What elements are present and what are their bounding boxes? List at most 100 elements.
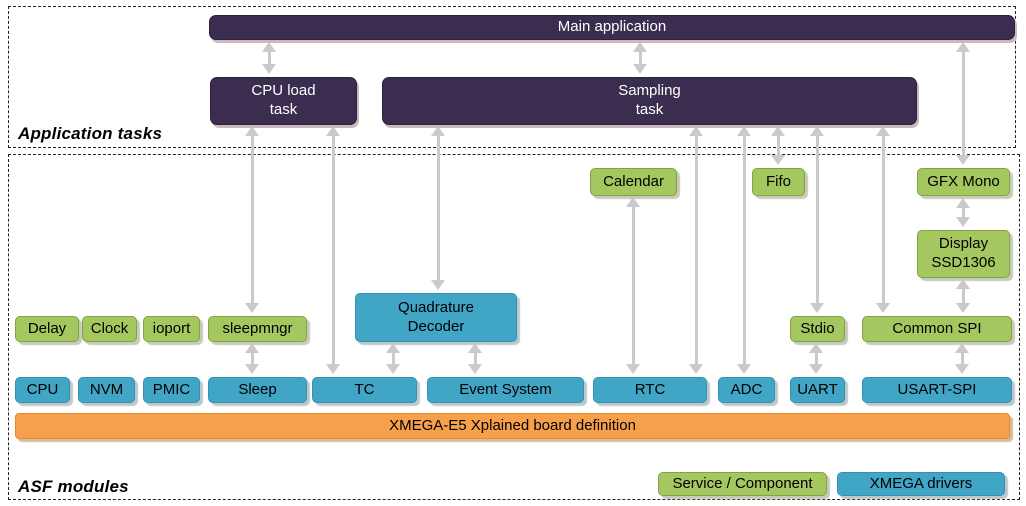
box-sampling-task: Sampling task — [382, 77, 917, 125]
arrow-display-ssd1306-common-spi — [956, 279, 970, 313]
arrowhead-down-icon — [956, 217, 970, 227]
arrowhead-up-icon — [956, 198, 970, 208]
arrowhead-up-icon — [326, 126, 340, 136]
arrow-shaft — [638, 50, 642, 66]
application-tasks-label: Application tasks — [18, 124, 163, 143]
arrow-sampling-task-quadrature-decoder — [431, 126, 445, 290]
box-clock: Clock — [82, 316, 137, 342]
box-adc: ADC — [718, 377, 775, 403]
arrowhead-up-icon — [262, 42, 276, 52]
arrowhead-up-icon — [956, 42, 970, 52]
arrowhead-up-icon — [633, 42, 647, 52]
arrow-sampling-task-common-spi — [876, 126, 890, 313]
asf-modules-label: ASF modules — [18, 477, 129, 496]
arrow-shaft — [742, 134, 746, 366]
arrowhead-up-icon — [689, 126, 703, 136]
arrowhead-down-icon — [956, 155, 970, 165]
arrowhead-down-icon — [689, 364, 703, 374]
arrow-shaft — [391, 351, 395, 366]
arrowhead-down-icon — [431, 280, 445, 290]
arrowhead-up-icon — [810, 126, 824, 136]
box-event-system: Event System — [427, 377, 584, 403]
box-pmic: PMIC — [143, 377, 200, 403]
box-sleepmngr: sleepmngr — [208, 316, 307, 342]
arrowhead-down-icon — [810, 303, 824, 313]
arrowhead-up-icon — [771, 126, 785, 136]
arrow-sampling-task-rtc — [689, 126, 703, 374]
legend-xmega-drivers: XMEGA drivers — [837, 472, 1005, 496]
arrowhead-down-icon — [245, 364, 259, 374]
arrow-cpu-load-task-sleepmngr — [245, 126, 259, 313]
box-display-ssd1306: Display SSD1306 — [917, 230, 1010, 278]
arrow-quadrature-decoder-tc — [386, 343, 400, 374]
legend-service-component: Service / Component — [658, 472, 827, 496]
arrowhead-up-icon — [876, 126, 890, 136]
box-fifo: Fifo — [752, 168, 805, 196]
box-tc: TC — [312, 377, 417, 403]
arrow-sampling-task-stdio — [810, 126, 824, 313]
box-quadrature-decoder: Quadrature Decoder — [355, 293, 517, 342]
asf-modules-section — [8, 154, 1020, 500]
arrow-shaft — [250, 134, 254, 305]
arrow-shaft — [960, 351, 964, 366]
arrow-main-application-cpu-load-task — [262, 42, 276, 74]
arrowhead-down-icon — [876, 303, 890, 313]
arrowhead-up-icon — [468, 343, 482, 353]
arrow-shaft — [267, 50, 271, 66]
box-stdio: Stdio — [790, 316, 845, 342]
arrowhead-down-icon — [468, 364, 482, 374]
arrowhead-up-icon — [737, 126, 751, 136]
arrow-shaft — [881, 134, 885, 305]
arrow-shaft — [694, 134, 698, 366]
arrow-quadrature-decoder-event-system — [468, 343, 482, 374]
box-sleep: Sleep — [208, 377, 307, 403]
box-nvm: NVM — [78, 377, 135, 403]
arrow-shaft — [776, 134, 780, 157]
arrowhead-down-icon — [809, 364, 823, 374]
arrowhead-down-icon — [956, 303, 970, 313]
box-main-application: Main application — [209, 15, 1015, 40]
box-ioport: ioport — [143, 316, 200, 342]
arrow-stdio-uart — [809, 343, 823, 374]
box-uart: UART — [790, 377, 845, 403]
arrow-common-spi-usart-spi — [955, 343, 969, 374]
arrowhead-down-icon — [737, 364, 751, 374]
box-cpu-load-task: CPU load task — [210, 77, 357, 125]
box-board-definition: XMEGA-E5 Xplained board definition — [15, 413, 1010, 439]
arrow-shaft — [961, 206, 965, 219]
arrowhead-up-icon — [431, 126, 445, 136]
arrowhead-down-icon — [771, 155, 785, 165]
box-gfx-mono: GFX Mono — [917, 168, 1010, 196]
box-common-spi: Common SPI — [862, 316, 1012, 342]
arrowhead-up-icon — [245, 343, 259, 353]
arrow-shaft — [331, 134, 335, 366]
arrow-shaft — [631, 205, 635, 366]
arrowhead-down-icon — [326, 364, 340, 374]
box-rtc: RTC — [593, 377, 707, 403]
arrow-main-application-gfx-mono — [956, 42, 970, 165]
arrowhead-down-icon — [262, 64, 276, 74]
arrowhead-down-icon — [245, 303, 259, 313]
arrowhead-up-icon — [956, 279, 970, 289]
arrowhead-up-icon — [955, 343, 969, 353]
application-tasks-section — [8, 6, 1016, 148]
arrow-shaft — [814, 351, 818, 366]
box-delay: Delay — [15, 316, 79, 342]
arrow-main-application-sampling-task — [633, 42, 647, 74]
arrow-shaft — [961, 287, 965, 305]
arrowhead-up-icon — [626, 197, 640, 207]
arrow-calendar-rtc — [626, 197, 640, 374]
arrow-shaft — [473, 351, 477, 366]
arrowhead-up-icon — [809, 343, 823, 353]
arrow-sampling-task-fifo — [771, 126, 785, 165]
arrow-shaft — [815, 134, 819, 305]
arrow-shaft — [250, 351, 254, 366]
box-cpu: CPU — [15, 377, 70, 403]
arrowhead-up-icon — [245, 126, 259, 136]
arrowhead-down-icon — [386, 364, 400, 374]
arrow-sampling-task-adc — [737, 126, 751, 374]
arrowhead-down-icon — [626, 364, 640, 374]
box-calendar: Calendar — [590, 168, 677, 196]
